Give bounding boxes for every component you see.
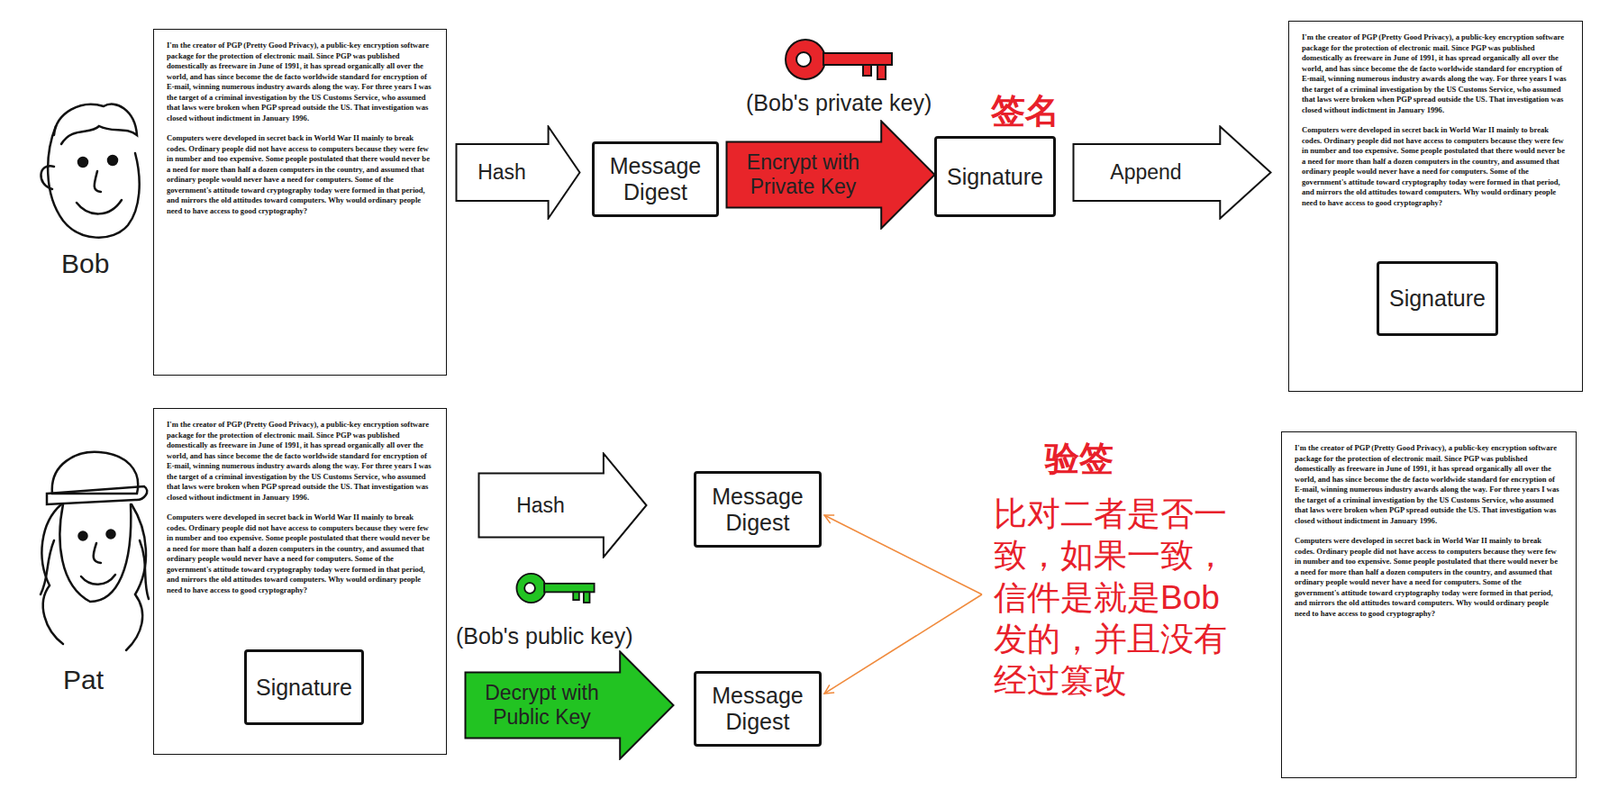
hash-arrow: Hash [454, 125, 582, 220]
arrow-label: Hash [477, 160, 527, 185]
block-arrow-outline [479, 454, 647, 558]
document-text: I'm the creator of PGP (Pretty Good Priv… [166, 419, 434, 503]
document: I'm the creator of PGP (Pretty Good Priv… [153, 28, 447, 376]
signature-box: Signature [1376, 261, 1499, 337]
arrow-text-area: Decrypt with Public Key [463, 672, 620, 738]
arrow-text-area: Encrypt with Private Key [725, 141, 882, 208]
signature-box: Signature [934, 136, 1056, 218]
box-label: Message Digest [701, 682, 814, 736]
arrow-text-area: Append [1072, 144, 1220, 201]
document: I'm the creator of PGP (Pretty Good Priv… [1281, 431, 1577, 779]
decrypt-arrow: Decrypt with Public Key [463, 650, 675, 761]
arrow-label: Append [1109, 160, 1182, 185]
key-label: (Bob's public key) [455, 623, 634, 650]
digest-box: Message Digest [591, 141, 719, 218]
signed-document: I'm the creator of PGP (Pretty Good Priv… [153, 408, 447, 755]
block-arrow-outline [1073, 127, 1272, 219]
public-key-icon [516, 573, 594, 603]
document-text: Computers were developed in secret back … [1301, 125, 1570, 209]
document-text: I'm the creator of PGP (Pretty Good Priv… [1301, 32, 1570, 116]
bob-face [40, 104, 139, 238]
append-arrow: Append [1072, 125, 1273, 220]
document-text: Computers were developed in secret back … [166, 512, 434, 596]
signed-document: I'm the creator of PGP (Pretty Good Priv… [1288, 20, 1583, 392]
block-arrow-outline [456, 127, 581, 219]
document-text: I'm the creator of PGP (Pretty Good Priv… [1294, 443, 1564, 527]
arrow-label: Hash [516, 493, 565, 519]
box-label: Signature [255, 674, 353, 701]
document-text: Computers were developed in secret back … [1294, 536, 1564, 619]
document-text: I'm the creator of PGP (Pretty Good Priv… [166, 40, 434, 124]
key-label: (Bob's private key) [745, 90, 932, 117]
box-label: Signature [1389, 285, 1486, 312]
digest-box: Message Digest [693, 471, 822, 548]
arrow-label: Decrypt with Public Key [463, 681, 620, 730]
step-title: 验签 [1045, 436, 1114, 482]
hash-arrow: Hash [477, 452, 648, 559]
arrow-text-area: Hash [454, 144, 549, 201]
person-name: Pat [63, 664, 104, 696]
pat-face [40, 452, 149, 651]
person-name: Bob [61, 248, 110, 280]
private-key-icon [785, 39, 892, 80]
arrow-text-area: Hash [477, 473, 604, 538]
arrow-label: Encrypt with Private Key [725, 150, 882, 200]
box-label: Message Digest [701, 483, 814, 537]
box-label: Message Digest [600, 153, 711, 206]
callout-note: 比对二者是否一致，如果一致，信件是就是Bob发的，并且没有经过篡改 [993, 493, 1236, 702]
box-label: Signature [946, 163, 1044, 191]
digest-box: Message Digest [693, 671, 822, 747]
encrypt-arrow: Encrypt with Private Key [725, 119, 937, 230]
step-title: 签名 [990, 88, 1060, 135]
signature-box: Signature [244, 649, 364, 726]
leader-line [824, 515, 982, 694]
document-text: Computers were developed in secret back … [166, 133, 434, 217]
